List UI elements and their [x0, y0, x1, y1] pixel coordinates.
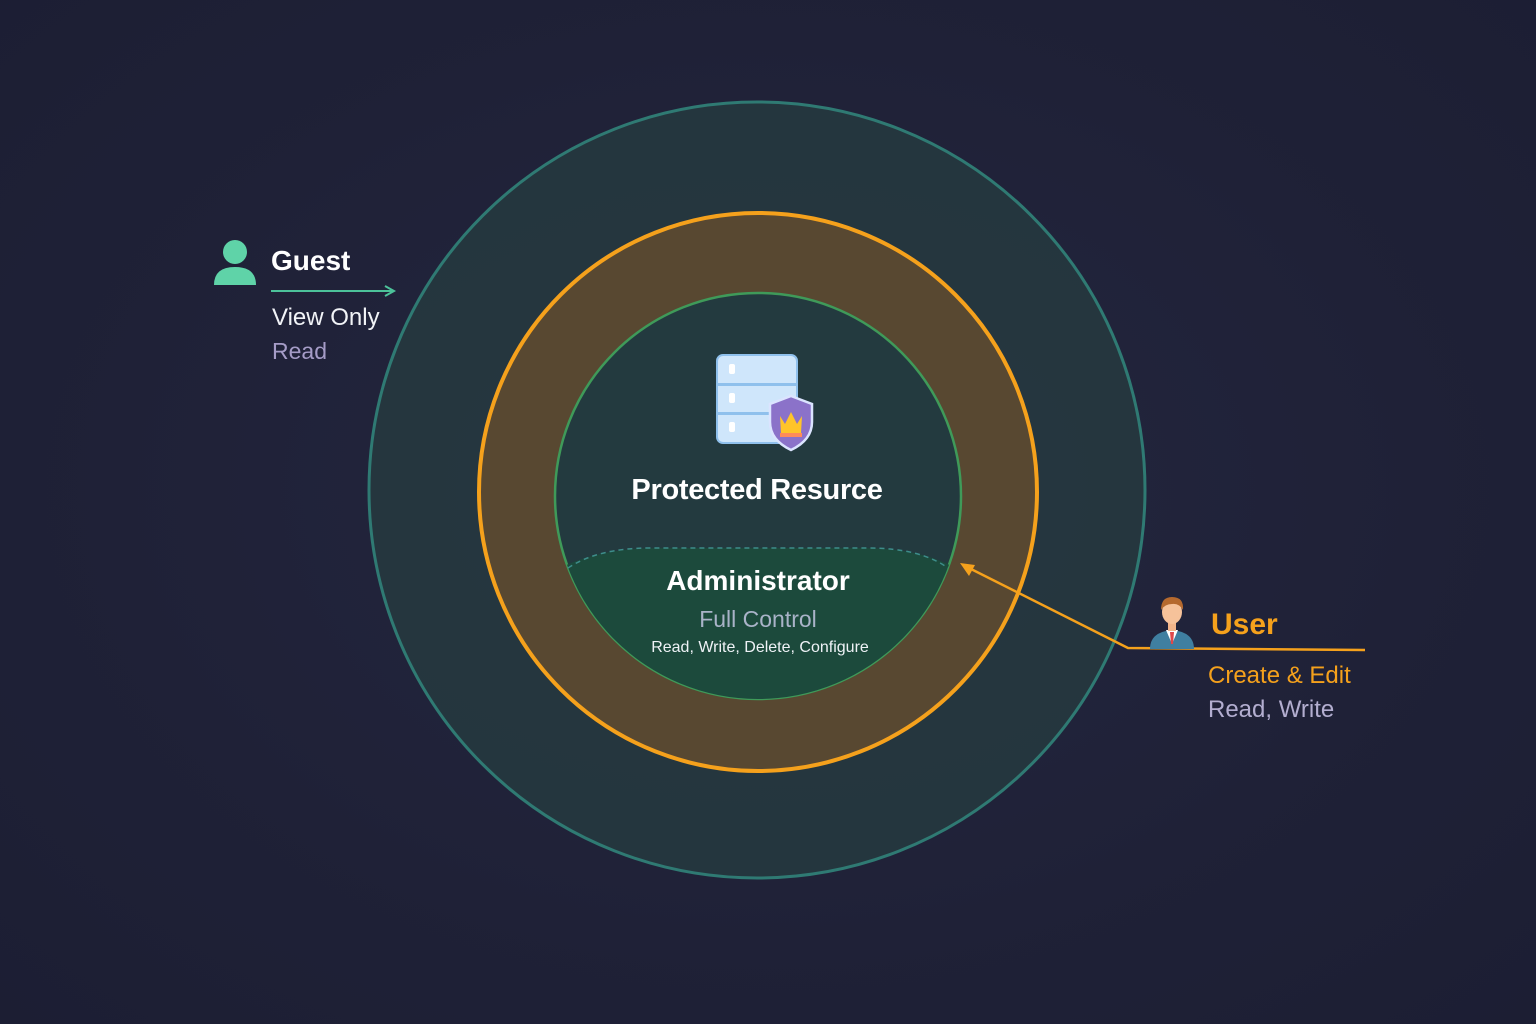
- admin-band-dashed-edge: [567, 547, 949, 569]
- server-shield-icon: [716, 354, 814, 452]
- guest-title: Guest: [271, 245, 351, 276]
- guest-arrow-head: [384, 285, 397, 297]
- user-subtitle: Create & Edit: [1208, 662, 1351, 689]
- protected-resource-title: Protected Resurce: [631, 474, 883, 506]
- administrator-title: Administrator: [666, 565, 850, 596]
- user-pointer-line: [964, 564, 1366, 652]
- guest-permissions: Read: [272, 338, 327, 364]
- businessman-user-icon: [1150, 597, 1194, 649]
- administrator-subtitle: Full Control: [699, 606, 817, 632]
- user-pointer-arrowhead: [960, 563, 975, 576]
- administrator-permissions: Read, Write, Delete, Configure: [651, 639, 869, 656]
- user-permissions: Read, Write: [1208, 696, 1335, 723]
- guest-subtitle: View Only: [272, 304, 380, 331]
- user-title: User: [1211, 608, 1278, 641]
- guest-user-icon: [214, 240, 256, 285]
